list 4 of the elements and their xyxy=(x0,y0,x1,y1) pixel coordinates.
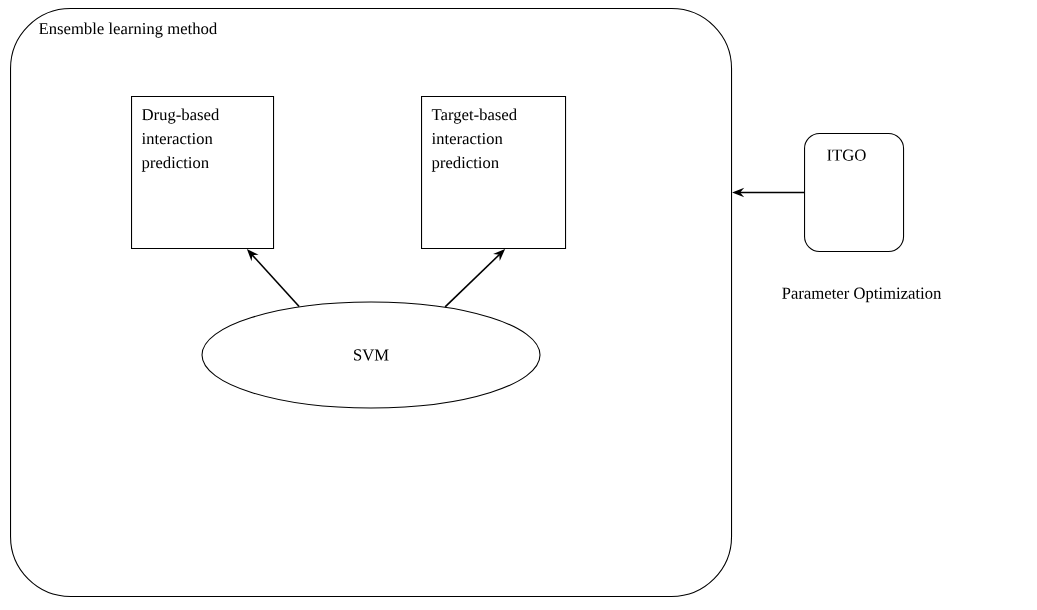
process-box: ITGO xyxy=(804,133,905,253)
process-box: Drug-based interaction prediction xyxy=(131,96,275,250)
node-caption: Parameter Optimization xyxy=(782,287,942,303)
process-box: Target-based interaction prediction xyxy=(421,96,567,250)
